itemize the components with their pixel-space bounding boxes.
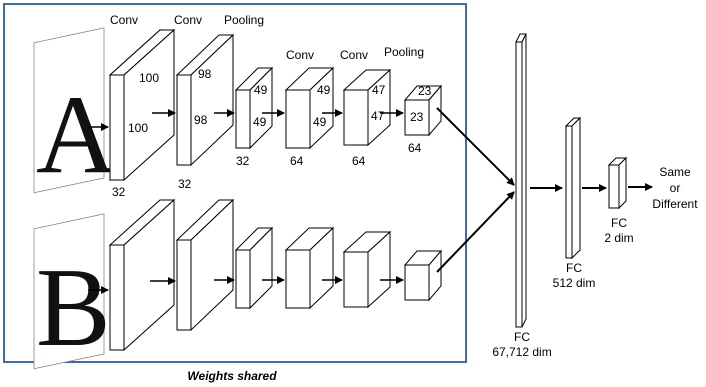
layer-type-label: Conv [110,13,138,27]
top-branch: Conv Conv Pooling Conv Conv Pooling 100 … [88,13,443,199]
layer-channels-label: 32 [236,154,250,168]
layer-channels-label: 32 [178,177,192,191]
layer-height-label: 100 [139,71,159,85]
fc-layer-2 [564,116,582,260]
fc-label: FC [611,216,627,230]
layer-type-label: Conv [340,48,368,62]
output-different-label: Different [652,197,698,211]
weights-shared-caption: Weights shared [187,369,277,383]
layer-channels-label: 64 [408,141,422,155]
layer-channels-label: 64 [290,154,304,168]
layer-channels-label: 32 [112,185,126,199]
fc-label: FC [566,261,582,275]
layer-height-label: 49 [254,83,268,97]
layer-box [175,198,235,332]
fc-layer-3 [607,156,628,210]
layer-type-label: Pooling [224,13,264,27]
input-image-bottom: B [33,213,111,370]
layer-width-label: 100 [128,121,148,135]
output-or-label: or [670,181,681,195]
layer-height-label: 98 [198,67,212,81]
layer-box [175,33,235,167]
layer-height-label: 49 [317,83,331,97]
layer-channels-label: 64 [352,154,366,168]
layer-box [284,226,335,310]
fc-layer-1 [515,33,527,328]
layer-type-label: Pooling [384,45,424,59]
layer-width-label: 23 [410,110,424,124]
fc-dim-label: 512 dim [553,276,596,290]
layer-box [234,226,274,310]
weights-shared-frame [3,3,467,363]
fc-dim-label: 67,712 dim [492,345,551,359]
input-image-top: A [33,27,117,197]
layer-type-label: Conv [286,48,314,62]
layer-box [342,230,392,309]
input-letter-a: A [36,73,117,197]
fc-dim-label: 2 dim [604,231,633,245]
layer-width-label: 98 [194,113,208,127]
layer-box [234,66,274,150]
fc-label: FC [514,330,530,344]
layer-width-label: 49 [313,115,327,129]
layer-box [108,198,176,352]
merge-arrow-top [436,107,515,186]
layer-width-label: 49 [253,115,267,129]
layer-box [284,66,335,150]
output-same-label: Same [659,165,691,179]
layer-box [403,84,443,137]
merge-arrow-bottom [436,191,515,273]
layer-box [403,249,443,302]
input-letter-b: B [36,246,111,370]
layer-width-label: 47 [371,109,385,123]
bottom-branch [88,198,443,352]
layer-box [342,68,392,147]
layer-height-label: 47 [372,83,386,97]
layer-type-label: Conv [174,13,202,27]
layer-box [108,28,176,182]
layer-height-label: 23 [418,84,432,98]
